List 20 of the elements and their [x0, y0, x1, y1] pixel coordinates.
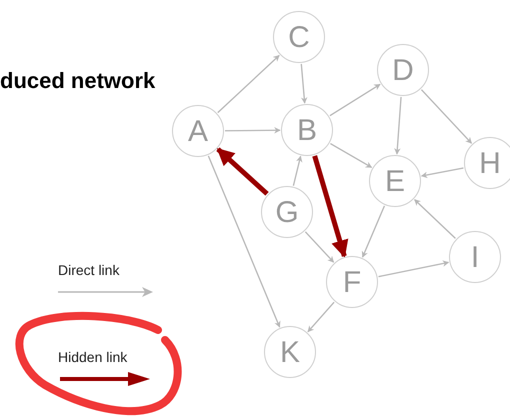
- arrow: [330, 142, 372, 168]
- arrow: [225, 127, 281, 134]
- arrow: [217, 54, 280, 114]
- thick-arrow: [216, 147, 269, 196]
- arrow: [208, 156, 280, 328]
- legend-label: Hidden link: [58, 348, 128, 367]
- arrow: [304, 231, 334, 263]
- arrow: [330, 84, 381, 116]
- legend-label: Direct link: [58, 261, 120, 280]
- arrow: [378, 260, 450, 278]
- thick-arrow: [312, 155, 348, 258]
- title: duced network: [0, 67, 156, 95]
- arrow: [362, 206, 386, 258]
- arrow: [292, 156, 302, 186]
- arrow: [307, 302, 335, 332]
- arrow: [414, 199, 456, 239]
- arrow: [420, 89, 472, 144]
- arrow: [394, 96, 402, 155]
- arrow: [300, 64, 308, 104]
- arrow: [420, 167, 464, 178]
